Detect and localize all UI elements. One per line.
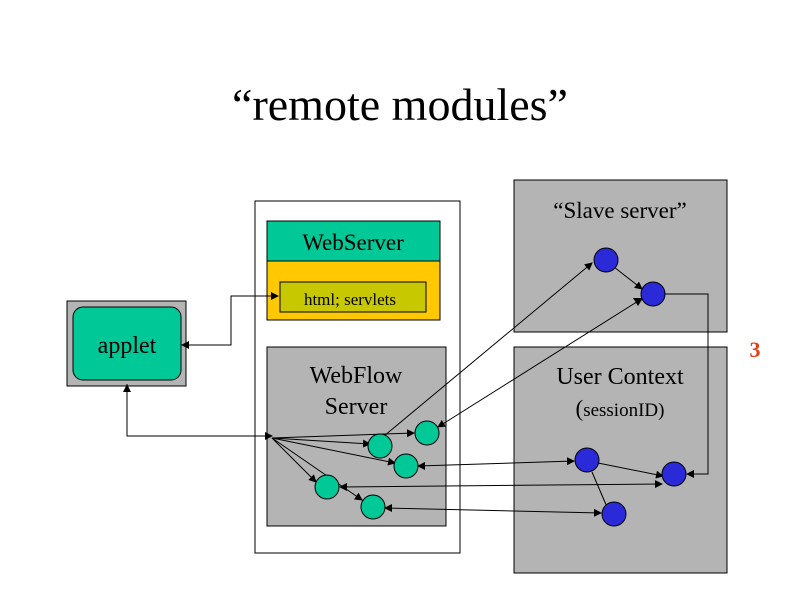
node-c-to-context-1 <box>417 457 575 467</box>
applet-servlets-connector-head <box>181 341 189 349</box>
hub-to-node-c <box>271 437 396 466</box>
context-1-to-context-2 <box>597 462 664 479</box>
servlets-label: html; servlets <box>304 290 396 309</box>
slave-node-2[interactable] <box>640 281 666 307</box>
webserver-header <box>266 220 441 262</box>
slave-2-to-node-b <box>437 297 644 428</box>
node-d-to-context-2 <box>339 480 663 489</box>
node-c-to-context-1-start <box>417 462 425 470</box>
session-id-text: sessionID) <box>583 400 664 421</box>
slave-server-box <box>513 179 728 333</box>
slide-title: “remote modules” <box>232 79 568 130</box>
context-node-3[interactable] <box>601 501 627 527</box>
applet-servlets-connector <box>181 292 279 346</box>
slave-server-label: “Slave server” <box>553 198 686 223</box>
context-1-to-context-3 <box>591 471 608 508</box>
webflow-label-line1: WebFlow <box>310 363 403 389</box>
green-node-a[interactable] <box>367 433 393 459</box>
session-id-label: (sessionID) <box>576 396 665 421</box>
applet-webflow-connector-head <box>123 384 131 392</box>
hub-to-node-d <box>271 437 317 483</box>
user-context-box <box>513 346 728 574</box>
green-node-c[interactable] <box>393 453 419 479</box>
applet-webflow-connector <box>126 384 273 440</box>
applet-box[interactable] <box>72 306 182 381</box>
slave-node-1[interactable] <box>593 247 619 273</box>
session-id-paren: ( <box>576 396 584 421</box>
context-node-2[interactable] <box>661 461 687 487</box>
hub-to-node-a <box>271 437 371 448</box>
hub-to-node-b <box>271 429 415 439</box>
servlets-box[interactable] <box>279 281 427 313</box>
node-a-to-slave-1 <box>383 262 593 437</box>
context-node-1[interactable] <box>574 447 600 473</box>
node-e-to-context-3-start <box>384 504 392 512</box>
green-node-e[interactable] <box>360 494 386 520</box>
green-node-b[interactable] <box>414 420 440 446</box>
webserver-label: WebServer <box>302 230 404 255</box>
slave-2-to-node-b-start <box>633 298 643 306</box>
webflow-label-line2: Server <box>325 394 388 420</box>
applet-label: applet <box>98 333 157 359</box>
user-context-label: User Context <box>556 364 684 390</box>
node-d-to-context-2-start <box>339 483 347 491</box>
slave-1-to-slave-2 <box>613 266 643 290</box>
node-e-to-context-3 <box>384 507 602 517</box>
green-node-d[interactable] <box>314 474 340 500</box>
slave-to-context-connector <box>665 293 709 478</box>
page-number: 3 <box>750 337 761 362</box>
